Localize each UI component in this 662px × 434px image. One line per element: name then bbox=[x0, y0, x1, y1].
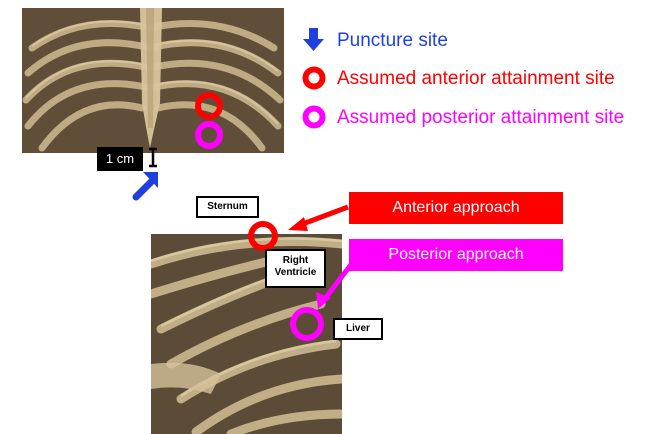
anterior-target-marker bbox=[251, 224, 275, 248]
right-ventricle-label-line2: Ventricle bbox=[267, 267, 324, 279]
legend-posterior-site: Assumed posterior attainment site bbox=[337, 108, 624, 127]
posterior-site-marker bbox=[198, 124, 220, 146]
scale-bar-label: 1 cm bbox=[97, 147, 143, 171]
posterior-target-marker bbox=[293, 310, 321, 338]
puncture-arrow-icon bbox=[303, 28, 324, 51]
anterior-approach-box: Anterior approach bbox=[349, 192, 563, 224]
scale-bar-icon bbox=[149, 149, 157, 166]
anterior-approach-arrow-icon bbox=[288, 207, 348, 231]
posterior-ring-legend-icon bbox=[306, 109, 323, 126]
right-ventricle-label-line1: Right bbox=[267, 255, 324, 267]
legend-puncture-site: Puncture site bbox=[337, 31, 448, 50]
liver-label: Liver bbox=[333, 318, 383, 340]
puncture-site-arrow-icon bbox=[136, 172, 158, 197]
sternum-label: Sternum bbox=[196, 196, 259, 218]
posterior-approach-box: Posterior approach bbox=[349, 239, 563, 271]
anterior-ring-legend-icon bbox=[306, 70, 323, 87]
right-ventricle-label: Right Ventricle bbox=[265, 249, 326, 288]
anterior-site-marker bbox=[198, 95, 220, 117]
legend-anterior-site: Assumed anterior attainment site bbox=[337, 69, 615, 88]
